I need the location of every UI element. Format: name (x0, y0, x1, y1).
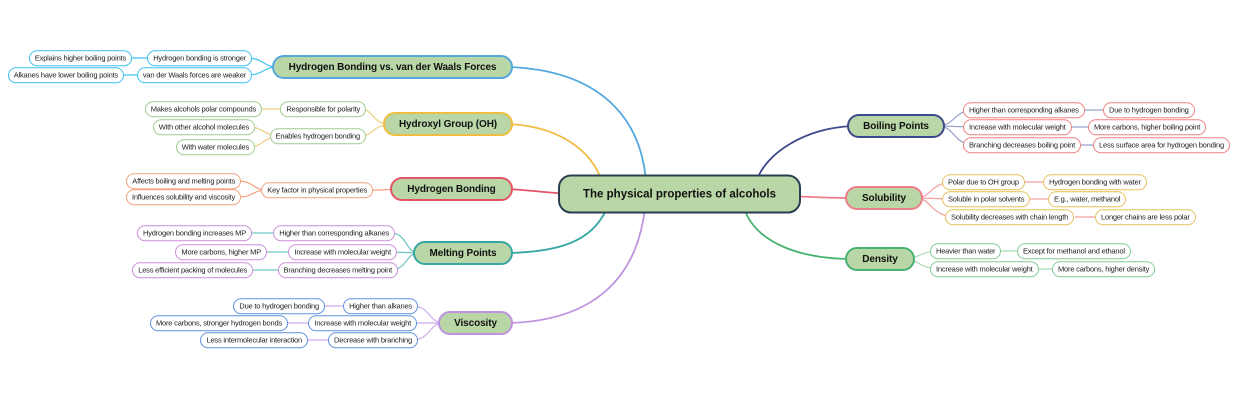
detail-hb-increases-mp[interactable]: Hydrogen bonding increases MP (136, 225, 252, 241)
topic-density[interactable]: Density (845, 247, 915, 271)
subtopic-mp-higher-alkanes[interactable]: Higher than corresponding alkanes (273, 225, 395, 241)
topic-hydrogen-bonding[interactable]: Hydrogen Bonding (390, 177, 513, 201)
topic-hb-vs-vdw[interactable]: Hydrogen Bonding vs. van der Waals Force… (272, 55, 513, 79)
subtopic-mp-molecular-weight[interactable]: Increase with molecular weight (288, 244, 397, 260)
detail-with-water-molecules[interactable]: With water molecules (175, 139, 255, 155)
topic-hydroxyl-group[interactable]: Hydroxyl Group (OH) (383, 112, 513, 136)
detail-polar-compounds[interactable]: Makes alcohols polar compounds (144, 101, 262, 117)
subtopic-branching-mp[interactable]: Branching decreases melting point (277, 262, 398, 278)
subtopic-enables-h-bonding[interactable]: Enables hydrogen bonding (269, 128, 366, 144)
detail-more-carbons-bp[interactable]: More carbons, higher boiling point (1088, 119, 1207, 135)
curve-density (743, 207, 854, 260)
detail-more-carbons-density[interactable]: More carbons, higher density (1052, 261, 1156, 277)
subtopic-visc-molecular-weight[interactable]: Increase with molecular weight (308, 315, 417, 331)
subtopic-bp-higher-alkanes[interactable]: Higher than corresponding alkanes (963, 102, 1085, 118)
central-branch-curves (507, 66, 854, 324)
subtopic-key-factor[interactable]: Key factor in physical properties (261, 182, 373, 198)
detail-bp-due-to-hb[interactable]: Due to hydrogen bonding (1103, 102, 1195, 118)
subtopic-bp-branching[interactable]: Branching decreases boiling point (963, 137, 1081, 153)
curve-viscosity (507, 207, 646, 324)
subtopic-hb-stronger[interactable]: Hydrogen bonding is stronger (147, 50, 252, 66)
detail-less-efficient-packing[interactable]: Less efficient packing of molecules (132, 262, 253, 278)
detail-affects-bp-mp[interactable]: Affects boiling and melting points (126, 173, 241, 189)
subtopic-responsible-polarity[interactable]: Responsible for polarity (280, 101, 366, 117)
detail-less-intermolecular[interactable]: Less intermolecular interaction (200, 332, 308, 348)
detail-stronger-h-bonds[interactable]: More carbons, stronger hydrogen bonds (149, 315, 288, 331)
subtopic-density-molecular-weight[interactable]: Increase with molecular weight (930, 261, 1039, 277)
detail-water-methanol[interactable]: E.g., water, methanol (1048, 191, 1127, 207)
curve-hydroxyl (507, 123, 603, 183)
topic-viscosity[interactable]: Viscosity (438, 311, 513, 335)
detail-influences-solubility[interactable]: Influences solubility and viscosity (125, 189, 241, 205)
topic-melting-points[interactable]: Melting Points (413, 241, 513, 265)
detail-with-alcohol-molecules[interactable]: With other alcohol molecules (152, 119, 255, 135)
subtopic-vdw-weaker[interactable]: van der Waals forces are weaker (136, 67, 252, 83)
subtopic-bp-molecular-weight[interactable]: Increase with molecular weight (963, 119, 1072, 135)
subtopic-solubility-chain-length[interactable]: Solubility decreases with chain length (945, 209, 1075, 225)
subtopic-polar-oh-group[interactable]: Polar due to OH group (942, 174, 1025, 190)
detail-alkanes-lower-bp[interactable]: Alkanes have lower boiling points (7, 67, 124, 83)
detail-due-to-hb[interactable]: Due to hydrogen bonding (233, 298, 325, 314)
subtopic-heavier-than-water[interactable]: Heavier than water (930, 243, 1002, 259)
topic-boiling-points[interactable]: Boiling Points (847, 114, 945, 138)
detail-longer-chains-less-polar[interactable]: Longer chains are less polar (1095, 209, 1196, 225)
detail-hb-with-water[interactable]: Hydrogen bonding with water (1043, 174, 1147, 190)
detail-less-surface-area[interactable]: Less surface area for hydrogen bonding (1093, 137, 1230, 153)
subtopic-visc-higher-alkanes[interactable]: Higher than alkanes (343, 298, 418, 314)
subtopic-visc-branching[interactable]: Decrease with branching (328, 332, 418, 348)
detail-more-carbons-mp[interactable]: More carbons, higher MP (175, 244, 267, 260)
topic-solubility[interactable]: Solubility (845, 186, 923, 210)
detail-explains-higher-bp[interactable]: Explains higher boiling points (28, 50, 132, 66)
curve-boiling-points (755, 125, 854, 183)
central-topic[interactable]: The physical properties of alcohols (558, 174, 801, 214)
detail-except-methanol-ethanol[interactable]: Except for methanol and ethanol (1017, 243, 1131, 259)
curve-melting-points (507, 207, 608, 254)
curve-hbvdw (507, 66, 647, 183)
subtopic-soluble-polar-solvents[interactable]: Soluble in polar solvents (942, 191, 1031, 207)
